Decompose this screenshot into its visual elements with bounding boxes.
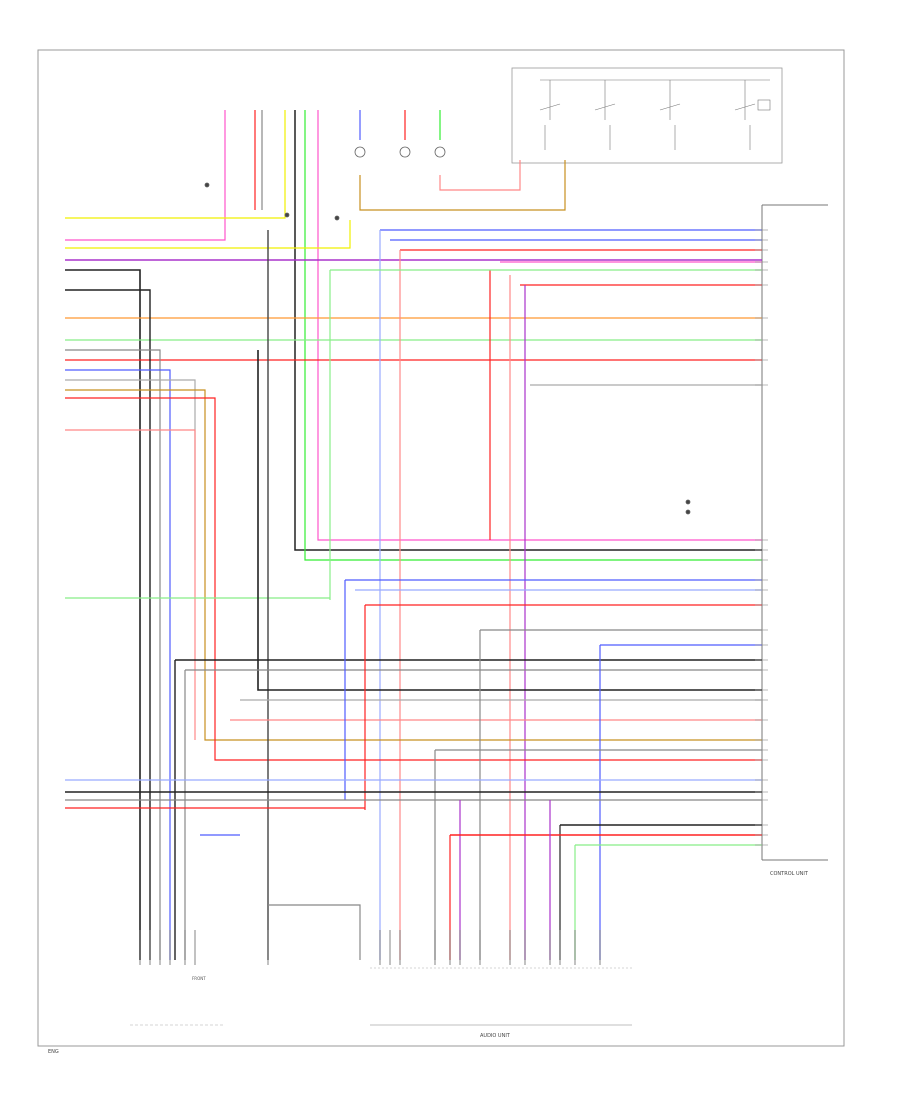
footer-tag: ENG	[48, 1049, 59, 1055]
connector-label: FRONT	[192, 976, 206, 981]
control-unit-label: CONTROL UNIT	[770, 871, 809, 877]
wire-yellow-top	[65, 110, 286, 219]
wire-pink-top	[65, 110, 226, 241]
wire-black-top-1	[294, 110, 762, 551]
wire-red-7	[65, 397, 762, 761]
wire-gray-10	[268, 904, 361, 960]
wire-pink-loop	[439, 160, 521, 191]
switch-panel-internals	[539, 79, 771, 150]
ground-icon	[685, 499, 691, 505]
wire-green-top	[304, 110, 762, 561]
wire-group	[65, 110, 762, 960]
wire-blue-3	[65, 369, 171, 960]
ground-icon	[204, 182, 210, 188]
lamp-icon	[354, 146, 366, 158]
top-components	[204, 146, 691, 515]
page-frame	[37, 49, 845, 1047]
audio-unit-label: AUDIO UNIT	[480, 1033, 511, 1039]
wire-black-5	[257, 350, 762, 691]
wire-yellow-mid	[65, 220, 351, 249]
wire-brown-loop	[359, 160, 566, 211]
ground-icon	[284, 212, 290, 218]
control-unit-pin-ticks	[755, 229, 768, 846]
bottom-connector-pins	[139, 930, 601, 965]
wire-salmon-1	[65, 429, 196, 740]
wire-black-3	[65, 289, 151, 960]
lamp-icon	[399, 146, 411, 158]
wire-gray-2	[65, 349, 161, 960]
lamp-icon	[434, 146, 446, 158]
ground-icon	[685, 509, 691, 515]
ground-icon	[334, 215, 340, 221]
wire-pink-top-2	[317, 110, 762, 541]
wire-gray-3	[65, 379, 196, 560]
wire-brown-2	[65, 389, 762, 741]
switch-panel-box	[511, 67, 783, 164]
wire-black-2	[65, 269, 141, 960]
